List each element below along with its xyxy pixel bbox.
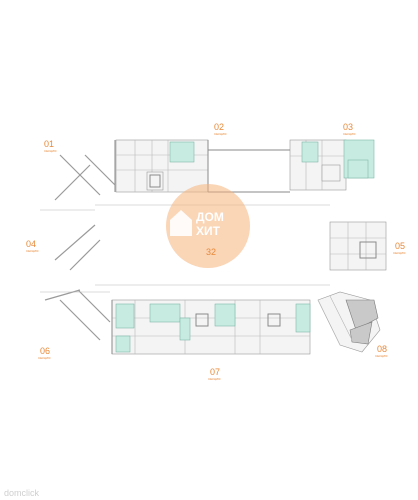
section-caption: СЕКЦИЯ xyxy=(26,249,38,253)
apartment-available[interactable] xyxy=(149,303,181,323)
apartment-available[interactable] xyxy=(347,159,369,179)
section-caption: СЕКЦИЯ xyxy=(393,251,405,255)
apartment-available[interactable] xyxy=(179,317,191,341)
section-caption: СЕКЦИЯ xyxy=(44,149,56,153)
block-bottom-left xyxy=(40,289,111,341)
section-caption: СЕКЦИЯ xyxy=(208,377,220,381)
apartment-available[interactable] xyxy=(214,303,236,327)
watermark-line2: ХИТ xyxy=(196,224,221,238)
apartment-available[interactable] xyxy=(301,141,319,163)
section-label-s1: 01 СЕКЦИЯ xyxy=(44,139,56,153)
section-label-s6: 06 СЕКЦИЯ xyxy=(38,346,50,360)
section-caption: СЕКЦИЯ xyxy=(343,132,355,136)
section-number: 02 xyxy=(214,122,224,132)
section-label-s3: 03 СЕКЦИЯ xyxy=(343,122,355,136)
section-caption: СЕКЦИЯ xyxy=(214,132,226,136)
apartment-selected[interactable] xyxy=(345,299,379,331)
block-bottom xyxy=(111,299,311,355)
section-caption: СЕКЦИЯ xyxy=(375,354,387,358)
section-label-s7: 07 СЕКЦИЯ xyxy=(208,367,220,381)
section-label-s5: 05 СЕКЦИЯ xyxy=(393,241,405,255)
section-label-s4: 04 СЕКЦИЯ xyxy=(26,239,38,253)
block-top-right xyxy=(289,139,375,191)
center-label: 32 xyxy=(206,247,216,257)
block-top-center xyxy=(114,139,209,193)
section-number: 06 xyxy=(40,346,50,356)
section-number: 03 xyxy=(343,122,353,132)
section-caption: СЕКЦИЯ xyxy=(38,356,50,360)
section-number: 01 xyxy=(44,139,54,149)
apartment-available[interactable] xyxy=(169,141,195,163)
section-number: 04 xyxy=(26,239,36,249)
apartment-available[interactable] xyxy=(295,303,311,333)
house-icon xyxy=(170,210,192,236)
footer-watermark: domclick xyxy=(4,488,40,498)
section-number: 08 xyxy=(377,344,387,354)
watermark-logo: ДОМ ХИТ xyxy=(166,184,250,268)
watermark-line1: ДОМ xyxy=(196,210,224,224)
block-bottom-right xyxy=(317,291,381,353)
apartment-available[interactable] xyxy=(115,335,131,353)
apartment-available[interactable] xyxy=(115,303,135,329)
section-number: 05 xyxy=(395,241,405,251)
section-number: 07 xyxy=(210,367,220,377)
section-label-s8: 08 СЕКЦИЯ xyxy=(375,344,387,358)
block-left-wing xyxy=(40,154,116,271)
section-label-s2: 02 СЕКЦИЯ xyxy=(214,122,226,136)
block-right xyxy=(329,221,387,271)
